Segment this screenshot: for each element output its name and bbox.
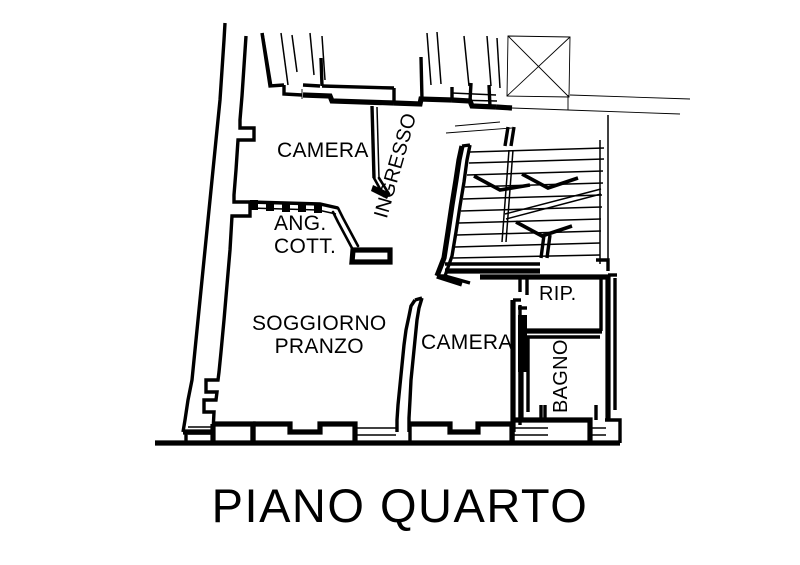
soggiorno-line2: PRANZO: [274, 334, 364, 358]
plan-title: PIANO QUARTO: [211, 479, 589, 532]
room-label-bagno: BAGNO: [550, 339, 572, 413]
upper-projection-lines: [262, 31, 501, 89]
camera-bagno-partition: [510, 298, 522, 432]
room-label-soggiorno-pranzo: SOGGIORNO PRANZO: [252, 312, 387, 358]
soggiorno-window-1: [188, 424, 215, 443]
ang-cott-partition: [249, 200, 393, 265]
camera-window: [408, 421, 515, 443]
camera-top-door: [371, 176, 391, 199]
shaft-void-icon: [506, 35, 571, 98]
east-roof-projection-lines: [445, 94, 691, 140]
room-label-camera-bottom: CAMERA: [421, 331, 513, 354]
camera-ingresso-partition: [370, 105, 380, 179]
bagno-window: [511, 417, 606, 443]
north-exterior-wall: [260, 32, 513, 111]
ang-cott-line1: ANG.: [274, 212, 327, 235]
west-exterior-wall: [181, 22, 256, 435]
ingresso-south-wall: [436, 273, 471, 287]
ang-cott-line2: COTT.: [274, 234, 337, 258]
room-label-rip: RIP.: [539, 283, 577, 305]
soggiorno-camera-partition: [395, 296, 424, 432]
east-exterior-wall: [594, 273, 622, 443]
soggiorno-window-2: [356, 427, 396, 436]
soggiorno-line1: SOGGIORNO: [252, 312, 387, 335]
staircase: [452, 126, 605, 259]
room-label-camera-top: CAMERA: [277, 139, 369, 162]
room-label-ang-cott: ANG. COTT.: [274, 212, 337, 258]
